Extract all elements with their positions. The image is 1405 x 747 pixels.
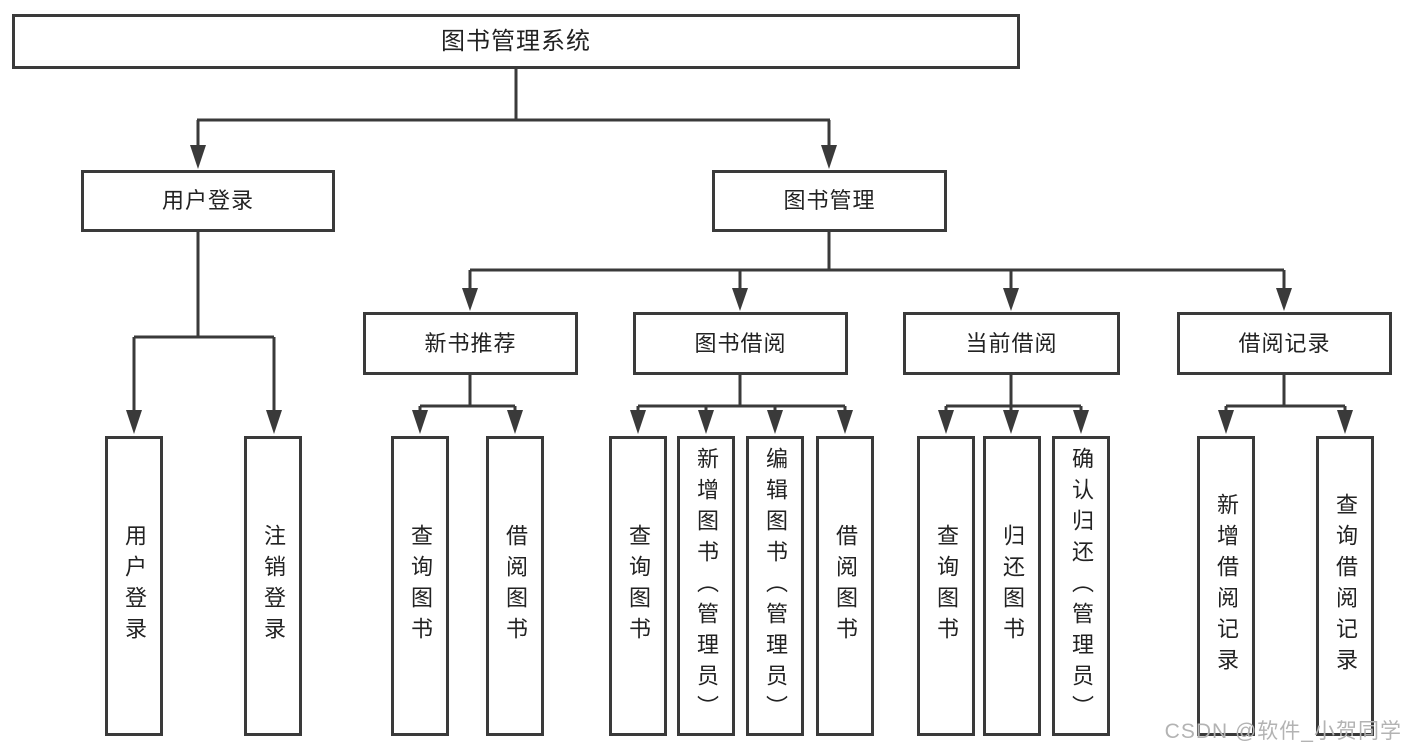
leaf-query-books: 查询图书 [609, 436, 667, 736]
leaf-logout-label: 注销登录 [261, 524, 286, 648]
leaf-return-book-label: 归还图书 [1000, 524, 1025, 648]
leaf-add-borrow-record-label: 新增借阅记录 [1214, 493, 1239, 679]
leaf-add-borrow-record: 新增借阅记录 [1197, 436, 1255, 736]
leaf-query-books: 查询图书 [917, 436, 975, 736]
node-book-borrowing-label: 图书借阅 [694, 330, 787, 356]
leaf-query-borrow-record-label: 查询借阅记录 [1333, 493, 1358, 679]
leaf-borrow-books: 借阅图书 [486, 436, 544, 736]
leaf-add-book-admin-label: 新增图书（管理员） [694, 446, 719, 726]
node-current-borrowing: 当前借阅 [903, 312, 1120, 375]
node-current-borrowing-label: 当前借阅 [965, 330, 1058, 356]
node-root-label: 图书管理系统 [441, 27, 591, 55]
leaf-confirm-return-admin-label: 确认归还（管理员） [1069, 446, 1094, 726]
node-borrowing-records: 借阅记录 [1177, 312, 1392, 375]
leaf-add-book-admin: 新增图书（管理员） [677, 436, 735, 736]
node-book-borrowing: 图书借阅 [633, 312, 848, 375]
leaf-confirm-return-admin: 确认归还（管理员） [1052, 436, 1110, 736]
node-borrowing-records-label: 借阅记录 [1238, 330, 1331, 356]
leaf-query-books-label: 查询图书 [408, 524, 433, 648]
leaf-return-book: 归还图书 [983, 436, 1041, 736]
leaf-query-books: 查询图书 [391, 436, 449, 736]
node-root: 图书管理系统 [12, 14, 1020, 69]
leaf-query-books-label: 查询图书 [626, 524, 651, 648]
leaf-borrow-books-label: 借阅图书 [833, 524, 858, 648]
leaf-user-login: 用户登录 [105, 436, 163, 736]
leaf-user-login-label: 用户登录 [122, 524, 147, 648]
leaf-edit-book-admin-label: 编辑图书（管理员） [763, 446, 788, 726]
node-new-book-recommendation-label: 新书推荐 [424, 330, 517, 356]
csdn-watermark: CSDN @软件_小贺同学 [1164, 720, 1402, 743]
leaf-logout: 注销登录 [244, 436, 302, 736]
leaf-borrow-books-label: 借阅图书 [503, 524, 528, 648]
node-book-management-label: 图书管理 [783, 188, 876, 213]
node-user-login-label: 用户登录 [161, 188, 254, 213]
leaf-borrow-books: 借阅图书 [816, 436, 874, 736]
arrowheads [126, 145, 1353, 434]
leaf-edit-book-admin: 编辑图书（管理员） [746, 436, 804, 736]
leaf-query-borrow-record: 查询借阅记录 [1316, 436, 1374, 736]
leaf-query-books-label: 查询图书 [934, 524, 959, 648]
node-book-management: 图书管理 [712, 170, 947, 232]
node-new-book-recommendation: 新书推荐 [363, 312, 578, 375]
node-user-login: 用户登录 [81, 170, 335, 232]
